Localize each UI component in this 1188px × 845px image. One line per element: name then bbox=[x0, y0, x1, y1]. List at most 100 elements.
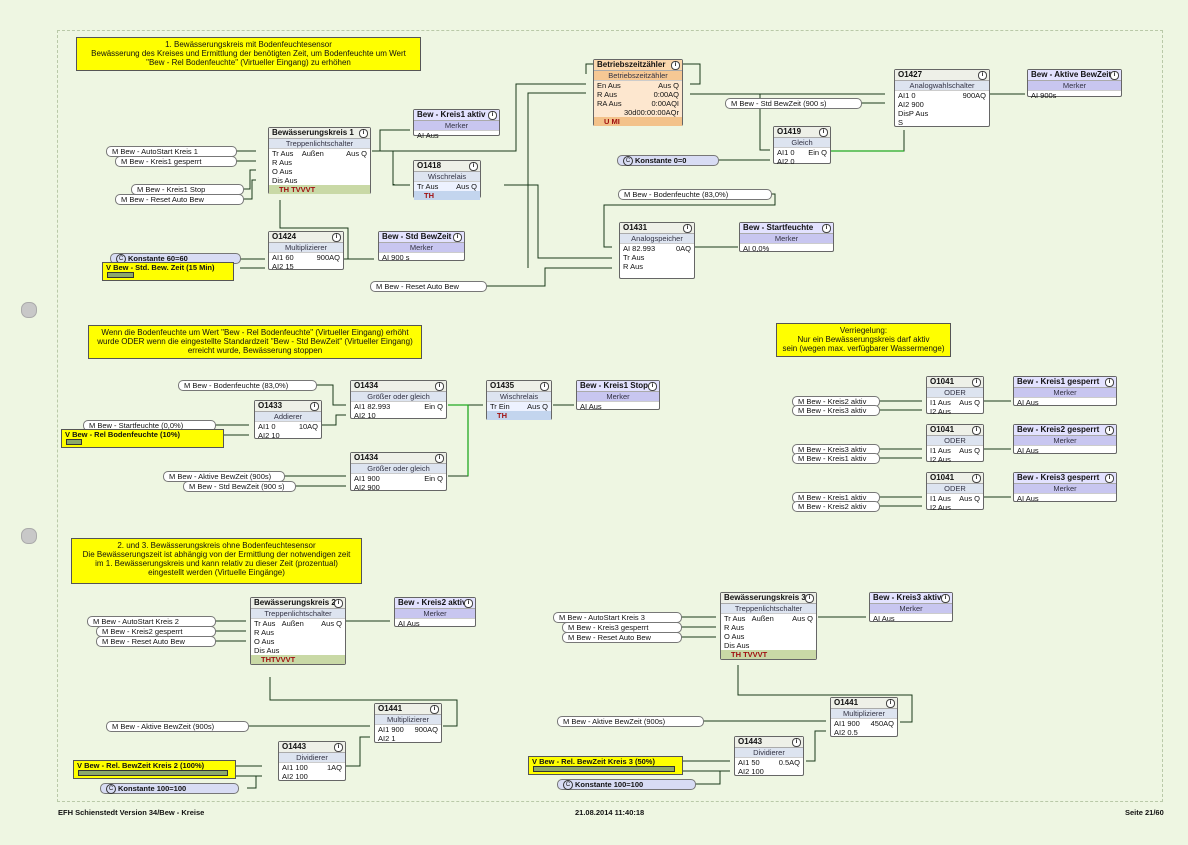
block-footer: THTVVVT bbox=[251, 655, 345, 664]
info-icon[interactable]: i bbox=[334, 743, 343, 752]
block-type: Gleich bbox=[774, 138, 830, 148]
block-title: Bew - Aktive BewZeit bbox=[1031, 70, 1112, 79]
info-icon[interactable]: i bbox=[1110, 71, 1119, 80]
block-type: Addierer bbox=[255, 412, 321, 422]
info-icon[interactable]: i bbox=[310, 402, 319, 411]
info-icon[interactable]: i bbox=[648, 382, 657, 391]
info-icon[interactable]: i bbox=[792, 738, 801, 747]
input-kreis3-aktiv[interactable]: M Bew - Kreis3 aktiv bbox=[792, 405, 880, 416]
wire bbox=[831, 130, 905, 152]
info-icon[interactable]: i bbox=[972, 474, 981, 483]
info-icon[interactable]: i bbox=[1105, 474, 1114, 483]
info-icon[interactable]: i bbox=[972, 378, 981, 387]
input-bodenfeuchte[interactable]: M Bew - Bodenfeuchte (83,0%) bbox=[618, 189, 772, 200]
virtual-input-rel-bodenfeuchte[interactable]: V Bew - Rel Bodenfeuchte (10%) bbox=[61, 429, 224, 448]
info-icon[interactable]: i bbox=[819, 128, 828, 137]
input-kreis2-aktiv-2[interactable]: M Bew - Kreis2 aktiv bbox=[792, 501, 880, 512]
info-icon[interactable]: i bbox=[359, 129, 368, 138]
info-icon[interactable]: i bbox=[972, 426, 981, 435]
port-label: I1 Aus bbox=[930, 494, 951, 503]
input-kreis1-aktiv[interactable]: M Bew - Kreis1 aktiv bbox=[792, 453, 880, 464]
port-label: Tr Aus bbox=[623, 253, 645, 262]
input-reset-auto-bew[interactable]: M Bew - Reset Auto Bew bbox=[115, 194, 244, 205]
punch-hole bbox=[21, 302, 37, 318]
info-icon[interactable]: i bbox=[683, 224, 692, 233]
input-reset-auto-bew-3[interactable]: M Bew - Reset Auto Bew bbox=[96, 636, 216, 647]
input-std-bewzeit-2[interactable]: M Bew - Std BewZeit (900 s) bbox=[183, 481, 296, 492]
constant-100-2-label: Konstante 100=100 bbox=[575, 780, 644, 789]
info-icon[interactable]: i bbox=[941, 594, 950, 603]
info-icon[interactable]: i bbox=[540, 382, 549, 391]
info-icon[interactable]: i bbox=[886, 699, 895, 708]
info-icon[interactable]: i bbox=[430, 705, 439, 714]
info-icon[interactable]: i bbox=[978, 71, 987, 80]
input-kreis1-gesperrt[interactable]: M Bew - Kreis1 gesperrt bbox=[115, 156, 237, 167]
block-type: ODER bbox=[927, 484, 983, 494]
info-icon[interactable]: i bbox=[469, 162, 478, 171]
info-icon[interactable]: i bbox=[453, 233, 462, 242]
port-label: R Aus bbox=[623, 262, 644, 271]
info-icon[interactable]: i bbox=[822, 224, 831, 233]
port-label: DisP Aus bbox=[898, 109, 929, 118]
info-icon[interactable]: i bbox=[1105, 378, 1114, 387]
port-label: O Aus bbox=[724, 632, 745, 641]
virtual-input-std-bew-zeit[interactable]: V Bew - Std. Bew. Zeit (15 Min) bbox=[102, 262, 234, 281]
note-section3-line2: Die Bewässerungszeit ist abhängig von de… bbox=[82, 550, 351, 559]
info-icon[interactable]: i bbox=[334, 599, 343, 608]
info-icon[interactable]: i bbox=[1105, 426, 1114, 435]
input-aktive-bewzeit-2[interactable]: M Bew - Aktive BewZeit (900s) bbox=[106, 721, 249, 732]
input-reset-auto-bew-2[interactable]: M Bew - Reset Auto Bew bbox=[370, 281, 487, 292]
info-icon[interactable]: i bbox=[435, 454, 444, 463]
input-reset-auto-bew-4[interactable]: M Bew - Reset Auto Bew bbox=[562, 632, 682, 643]
info-icon[interactable]: i bbox=[435, 382, 444, 391]
info-icon[interactable]: i bbox=[671, 61, 680, 70]
input-bodenfeuchte-2[interactable]: M Bew - Bodenfeuchte (83,0%) bbox=[178, 380, 317, 391]
virtual-input-rel-bewzeit-kreis3[interactable]: V Bew - Rel. BewZeit Kreis 3 (50%) bbox=[528, 756, 683, 775]
port-label: AI1 900 bbox=[354, 474, 380, 483]
info-icon[interactable]: i bbox=[332, 233, 341, 242]
block-title: Bew - Kreis1 gesperrt bbox=[1017, 377, 1100, 386]
virtual-input-rel-bewzeit-kreis2[interactable]: V Bew - Rel. BewZeit Kreis 2 (100%) bbox=[73, 760, 236, 779]
info-icon[interactable]: i bbox=[488, 111, 497, 120]
input-std-bewzeit[interactable]: M Bew - Std BewZeit (900 s) bbox=[725, 98, 862, 109]
info-icon[interactable]: i bbox=[464, 599, 473, 608]
block-title: O1441 bbox=[378, 704, 403, 713]
port-label: 900AQ bbox=[414, 725, 438, 734]
port-label: AI Aus bbox=[417, 131, 439, 140]
info-icon[interactable]: i bbox=[805, 594, 814, 603]
input-aktive-bewzeit-3[interactable]: M Bew - Aktive BewZeit (900s) bbox=[557, 716, 704, 727]
